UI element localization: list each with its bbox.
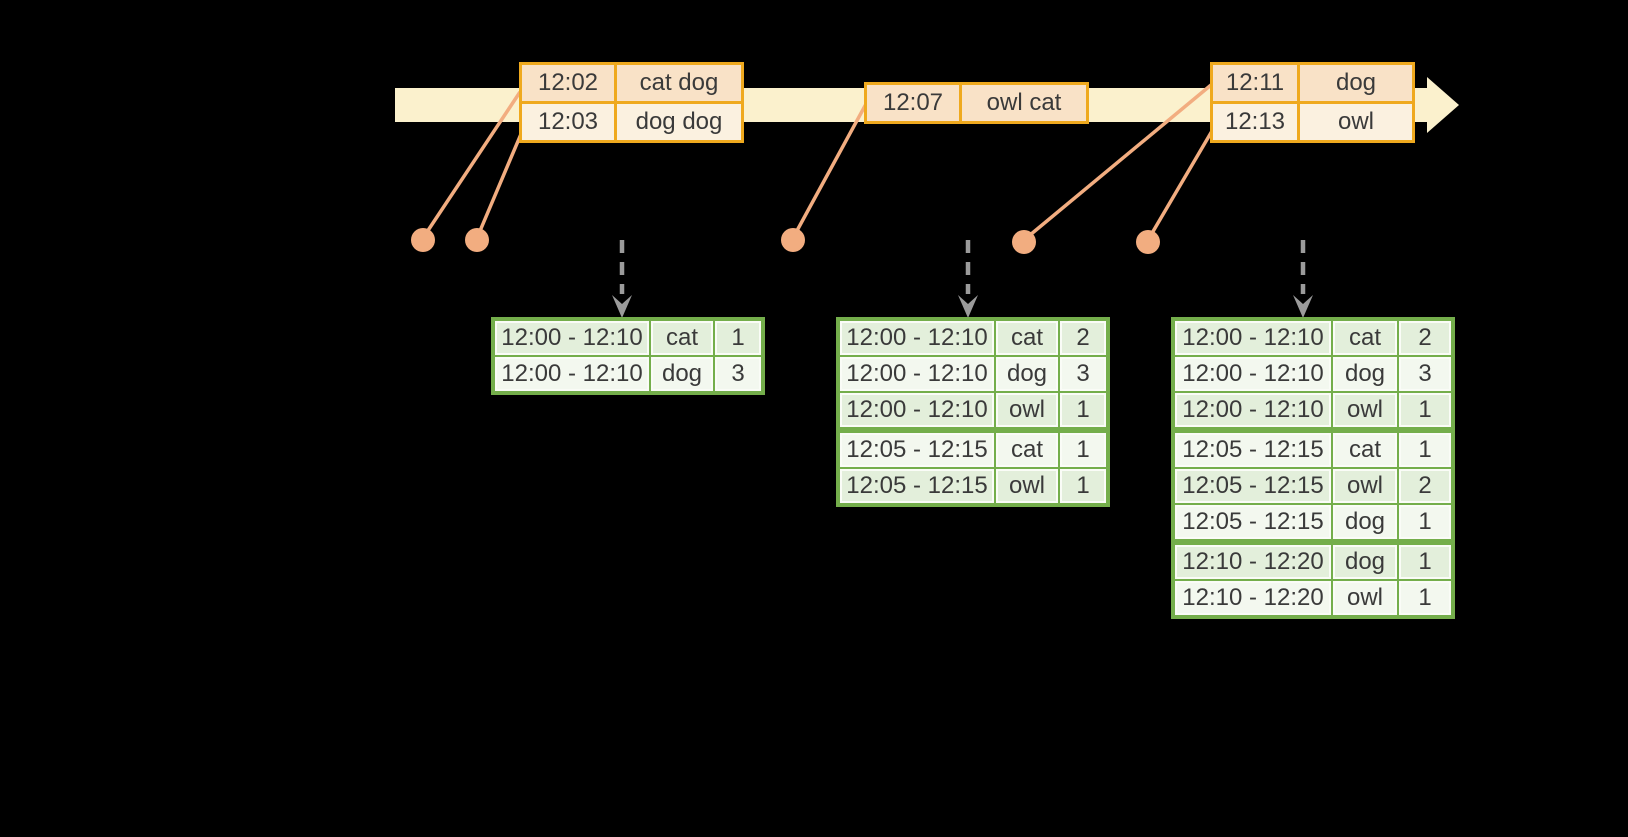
window-cell: 12:00 - 12:10 xyxy=(837,355,996,393)
event-time-cell: 12:03 xyxy=(519,101,617,143)
connector-line xyxy=(791,103,868,239)
window-cell: 12:10 - 12:20 xyxy=(1172,579,1333,618)
connector-line xyxy=(475,126,526,239)
event-dots xyxy=(411,228,1160,254)
count-cell: 1 xyxy=(1058,391,1109,431)
event-time-cell: 12:07 xyxy=(864,82,962,124)
connector-line xyxy=(1146,130,1214,241)
count-cell: 1 xyxy=(1397,539,1454,581)
word-cell: owl xyxy=(1331,391,1399,431)
word-cell: cat xyxy=(994,318,1060,357)
window-cell: 12:05 - 12:15 xyxy=(837,467,996,506)
word-cell: owl xyxy=(994,467,1060,506)
word-cell: cat xyxy=(1331,427,1399,469)
dashed-arrowheads xyxy=(612,295,1313,318)
event-row: 12:13 owl xyxy=(1210,101,1415,143)
event-dot xyxy=(781,228,805,252)
result-row: 12:05 - 12:15 owl 1 xyxy=(837,467,1109,506)
event-table-3: 12:11 dog 12:13 owl xyxy=(1210,62,1415,143)
count-cell: 1 xyxy=(1397,427,1454,469)
event-words-cell: dog dog xyxy=(614,101,744,143)
result-row: 12:10 - 12:20 owl 1 xyxy=(1172,579,1454,618)
connector-line xyxy=(421,91,522,239)
event-words-cell: owl cat xyxy=(959,82,1089,124)
event-dot xyxy=(1136,230,1160,254)
word-cell: dog xyxy=(1331,539,1399,581)
event-dot xyxy=(411,228,435,252)
word-cell: dog xyxy=(994,355,1060,393)
count-cell: 1 xyxy=(1397,579,1454,618)
word-cell: owl xyxy=(994,391,1060,431)
word-cell: dog xyxy=(1331,355,1399,393)
event-table-2: 12:07 owl cat xyxy=(864,82,1089,124)
result-row: 12:00 - 12:10 cat 2 xyxy=(837,318,1109,357)
count-cell: 3 xyxy=(1058,355,1109,393)
event-row: 12:11 dog xyxy=(1210,62,1415,104)
window-cell: 12:05 - 12:15 xyxy=(1172,467,1333,505)
result-table-1: 12:00 - 12:10 cat 1 12:00 - 12:10 dog 3 xyxy=(491,317,765,395)
window-cell: 12:05 - 12:15 xyxy=(1172,503,1333,543)
connector-line xyxy=(1022,83,1213,242)
event-dot xyxy=(465,228,489,252)
event-connector-lines xyxy=(421,83,1214,242)
result-row: 12:00 - 12:10 dog 3 xyxy=(837,355,1109,393)
event-row: 12:02 cat dog xyxy=(519,62,744,104)
window-cell: 12:10 - 12:20 xyxy=(1172,539,1333,581)
window-cell: 12:05 - 12:15 xyxy=(837,427,996,469)
result-row: 12:00 - 12:10 owl 1 xyxy=(1172,391,1454,431)
window-cell: 12:00 - 12:10 xyxy=(837,391,996,431)
window-cell: 12:05 - 12:15 xyxy=(1172,427,1333,469)
result-table-3: 12:00 - 12:10 cat 2 12:00 - 12:10 dog 3 … xyxy=(1171,317,1455,619)
count-cell: 1 xyxy=(1058,467,1109,506)
result-row: 12:05 - 12:15 cat 1 xyxy=(837,427,1109,469)
result-row: 12:00 - 12:10 cat 1 xyxy=(492,318,764,357)
word-cell: owl xyxy=(1331,579,1399,618)
event-time-cell: 12:02 xyxy=(519,62,617,104)
event-row: 12:07 owl cat xyxy=(864,82,1089,124)
window-cell: 12:00 - 12:10 xyxy=(492,318,651,357)
word-cell: dog xyxy=(649,355,715,394)
result-row: 12:05 - 12:15 dog 1 xyxy=(1172,503,1454,543)
word-cell: owl xyxy=(1331,467,1399,505)
event-table-1: 12:02 cat dog 12:03 dog dog xyxy=(519,62,744,143)
count-cell: 2 xyxy=(1397,467,1454,505)
result-table-2: 12:00 - 12:10 cat 2 12:00 - 12:10 dog 3 … xyxy=(836,317,1110,507)
count-cell: 2 xyxy=(1397,318,1454,357)
window-cell: 12:00 - 12:10 xyxy=(1172,318,1333,357)
result-row: 12:00 - 12:10 cat 2 xyxy=(1172,318,1454,357)
count-cell: 3 xyxy=(1397,355,1454,393)
event-row: 12:03 dog dog xyxy=(519,101,744,143)
count-cell: 1 xyxy=(1397,503,1454,543)
result-row: 12:00 - 12:10 owl 1 xyxy=(837,391,1109,431)
window-cell: 12:00 - 12:10 xyxy=(492,355,651,394)
window-cell: 12:00 - 12:10 xyxy=(837,318,996,357)
result-row: 12:00 - 12:10 dog 3 xyxy=(1172,355,1454,393)
event-words-cell: cat dog xyxy=(614,62,744,104)
count-cell: 1 xyxy=(713,318,764,357)
count-cell: 1 xyxy=(1397,391,1454,431)
result-row: 12:05 - 12:15 cat 1 xyxy=(1172,427,1454,469)
timeline-arrowhead-icon xyxy=(1427,77,1459,133)
event-words-cell: dog xyxy=(1297,62,1415,104)
count-cell: 2 xyxy=(1058,318,1109,357)
window-cell: 12:00 - 12:10 xyxy=(1172,391,1333,431)
window-cell: 12:00 - 12:10 xyxy=(1172,355,1333,393)
result-row: 12:10 - 12:20 dog 1 xyxy=(1172,539,1454,581)
dashed-arrow-lines xyxy=(619,240,1306,294)
event-time-cell: 12:13 xyxy=(1210,101,1300,143)
word-cell: dog xyxy=(1331,503,1399,543)
event-time-cell: 12:11 xyxy=(1210,62,1300,104)
result-row: 12:00 - 12:10 dog 3 xyxy=(492,355,764,394)
result-row: 12:05 - 12:15 owl 2 xyxy=(1172,467,1454,505)
event-dot xyxy=(1012,230,1036,254)
down-arrowhead-icon xyxy=(612,295,632,318)
event-words-cell: owl xyxy=(1297,101,1415,143)
word-cell: cat xyxy=(994,427,1060,469)
word-cell: cat xyxy=(1331,318,1399,357)
word-cell: cat xyxy=(649,318,715,357)
count-cell: 3 xyxy=(713,355,764,394)
down-arrowhead-icon xyxy=(958,295,978,318)
count-cell: 1 xyxy=(1058,427,1109,469)
down-arrowhead-icon xyxy=(1293,295,1313,318)
